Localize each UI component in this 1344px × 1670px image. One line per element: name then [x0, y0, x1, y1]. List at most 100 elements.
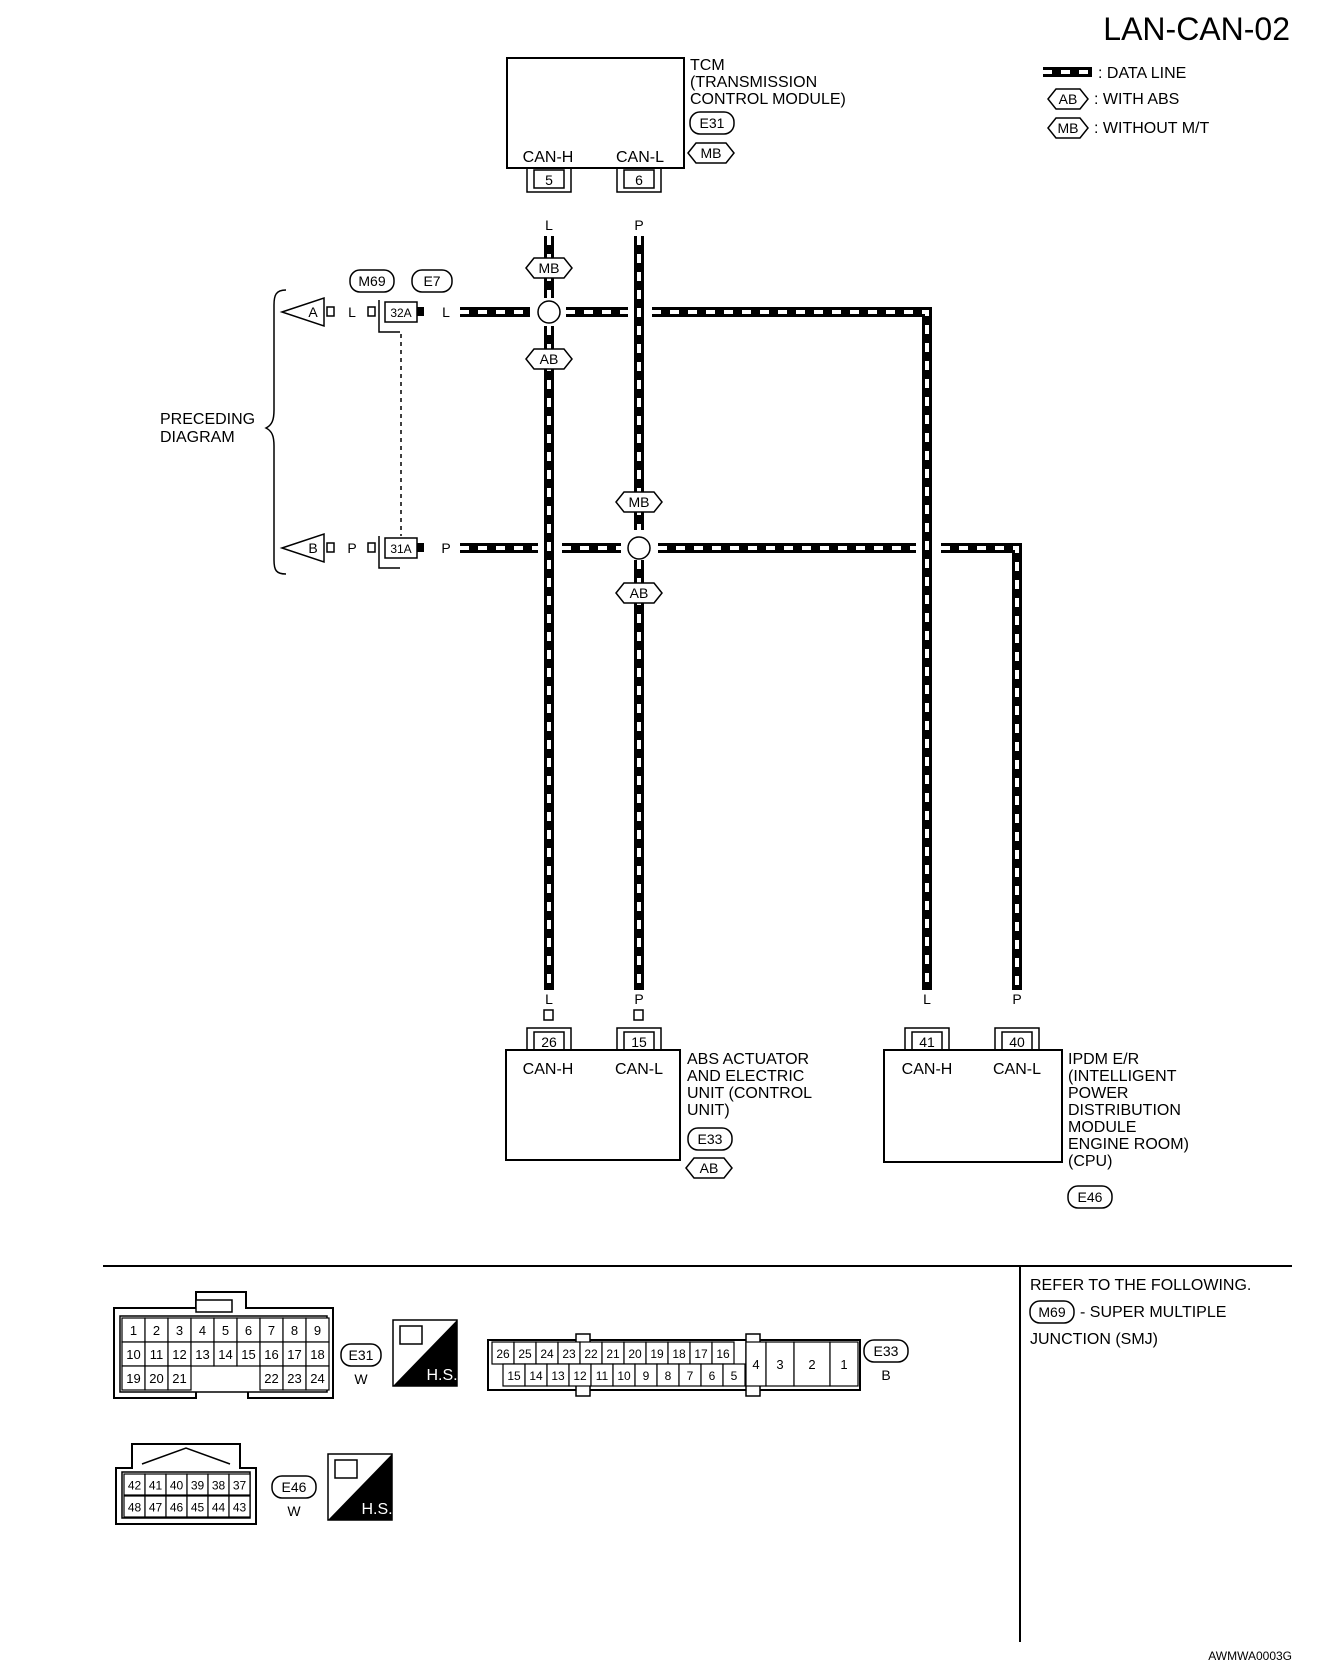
legend: : DATA LINE AB : WITH ABS MB : WITHOUT M…: [1043, 65, 1209, 139]
e33-pin-14: 14: [529, 1369, 543, 1383]
e33-pin-20: 20: [628, 1347, 642, 1361]
e31-pin-18: 18: [310, 1347, 324, 1362]
e33-pin-4: 4: [752, 1357, 759, 1372]
abs-title-4: UNIT): [687, 1102, 730, 1119]
legend-ab-text: : WITH ABS: [1094, 91, 1179, 108]
e46-pin-48: 48: [128, 1501, 142, 1515]
e31-pin-6: 6: [245, 1323, 252, 1338]
preceding-text-1: PRECEDING: [160, 411, 255, 428]
e33-pin-8: 8: [665, 1369, 672, 1383]
preceding-diagram: M69 E7 A L 32A L B P 31A P PRECEDING DIA…: [160, 269, 453, 575]
tag-mb-1: MB: [539, 260, 560, 276]
e33-pin-1: 1: [840, 1357, 847, 1372]
e46-pin-38: 38: [212, 1479, 226, 1493]
abs-wire-l: L: [545, 991, 553, 1007]
e33-pin-6: 6: [709, 1369, 716, 1383]
arrow-b: B: [308, 540, 317, 556]
e33-pin-18: 18: [672, 1347, 686, 1361]
abs-title-2: AND ELECTRIC: [687, 1068, 804, 1085]
wire-b-p-2: P: [441, 540, 450, 556]
e31-pin-22: 22: [264, 1371, 278, 1386]
abs-wire-p: P: [634, 991, 643, 1007]
tcm-title-3: CONTROL MODULE): [690, 91, 846, 108]
term-32a: 32A: [390, 306, 411, 320]
conn-e7: E7: [423, 273, 440, 289]
tcm-can-h: CAN-H: [523, 149, 574, 166]
term-31a: 31A: [390, 542, 411, 556]
abs-can-h: CAN-H: [523, 1061, 574, 1078]
legend-mb-tag-shape: [1047, 117, 1089, 139]
e33-pin-24: 24: [540, 1347, 554, 1361]
e31-pin-1: 1: [130, 1323, 137, 1338]
e31-pin-16: 16: [264, 1347, 278, 1362]
ipdm-title-2: (INTELLIGENT: [1068, 1068, 1177, 1085]
e33-pin-9: 9: [643, 1369, 650, 1383]
e31-id: E31: [349, 1347, 374, 1363]
e31-pin-3: 3: [176, 1323, 183, 1338]
ipdm-title-5: MODULE: [1068, 1119, 1136, 1136]
e31-hs-badge: H.S.: [392, 1319, 458, 1387]
e33-pin-19: 19: [650, 1347, 664, 1361]
wire-a-l-1: L: [348, 304, 356, 320]
e46-pin-47: 47: [149, 1501, 163, 1515]
preceding-text-2: DIAGRAM: [160, 429, 235, 446]
tag-mb-2: MB: [629, 494, 650, 510]
e46-pin-37-cell: [228, 1473, 251, 1496]
legend-data-line: : DATA LINE: [1098, 65, 1186, 82]
ipdm-wire-l: L: [923, 991, 931, 1007]
e33-pin-26: 26: [496, 1347, 510, 1361]
tcm-wire-l: L: [545, 217, 553, 233]
e33-pin-22: 22: [584, 1347, 598, 1361]
ipdm-can-h: CAN-H: [902, 1061, 953, 1078]
refer-block: REFER TO THE FOLLOWING. M69 - SUPER MULT…: [1029, 1277, 1251, 1348]
e31-pin-9: 9: [314, 1323, 321, 1338]
ipdm-title-3: POWER: [1068, 1085, 1128, 1102]
abs-unit: L P 26 15 CAN-H CAN-L ABS ACTUATOR AND E…: [505, 991, 812, 1179]
ipdm-connector: E46: [1078, 1189, 1103, 1205]
e31-pin-2: 2: [153, 1323, 160, 1338]
e46-hs-badge: H.S.: [327, 1453, 393, 1521]
wire-b-p-1: P: [347, 540, 356, 556]
ipdm-title-7: (CPU): [1068, 1153, 1112, 1170]
e33-pin-12: 12: [573, 1369, 587, 1383]
e33-pin-7: 7: [687, 1369, 694, 1383]
legend-mb-text: : WITHOUT M/T: [1094, 120, 1209, 137]
refer-line-3: JUNCTION (SMJ): [1030, 1331, 1158, 1348]
e31-pin-8: 8: [291, 1323, 298, 1338]
tcm-can-l: CAN-L: [616, 149, 664, 166]
refer-line-1: REFER TO THE FOLLOWING.: [1030, 1277, 1251, 1294]
e33-pin-10: 10: [617, 1369, 631, 1383]
e46-pin-41: 41: [149, 1479, 163, 1493]
ipdm-pin-h: 41: [919, 1034, 935, 1050]
e33-pin-3: 3: [776, 1357, 783, 1372]
e31-pin-4: 4: [199, 1323, 206, 1338]
e31-pin-11: 11: [150, 1347, 164, 1362]
wire-a-l-2: L: [442, 304, 450, 320]
e33-pin-16: 16: [716, 1347, 730, 1361]
e31-pin-24: 24: [310, 1371, 324, 1386]
tcm-unit: CAN-H CAN-L TCM (TRANSMISSION CONTROL MO…: [506, 57, 846, 233]
e31-pin-14: 14: [218, 1347, 232, 1362]
ipdm-title-4: DISTRIBUTION: [1068, 1102, 1181, 1119]
e33-pin-1-cell: [829, 1341, 859, 1387]
ipdm-title-6: ENGINE ROOM): [1068, 1136, 1189, 1153]
abs-tag: AB: [700, 1160, 719, 1176]
abs-pin-l: 15: [631, 1034, 647, 1050]
e31-pin-17: 17: [287, 1347, 301, 1362]
e31-pin-12: 12: [172, 1347, 186, 1362]
e33-pin-13: 13: [551, 1369, 565, 1383]
e46-pin-39: 39: [191, 1479, 205, 1493]
e46-color: W: [287, 1503, 301, 1519]
e31-pin-7: 7: [268, 1323, 275, 1338]
e33-pin-23: 23: [562, 1347, 576, 1361]
e31-color: W: [354, 1371, 368, 1387]
abs-title-3: UNIT (CONTROL: [687, 1085, 812, 1102]
footer-code: AWMWA0003G: [1208, 1649, 1292, 1663]
e31-pin-24-cell: [305, 1365, 330, 1391]
tag-ab-2: AB: [630, 585, 649, 601]
diagram-title: LAN-CAN-02: [1103, 11, 1290, 47]
e31-pin-10: 10: [126, 1347, 140, 1362]
abs-can-l: CAN-L: [615, 1061, 663, 1078]
